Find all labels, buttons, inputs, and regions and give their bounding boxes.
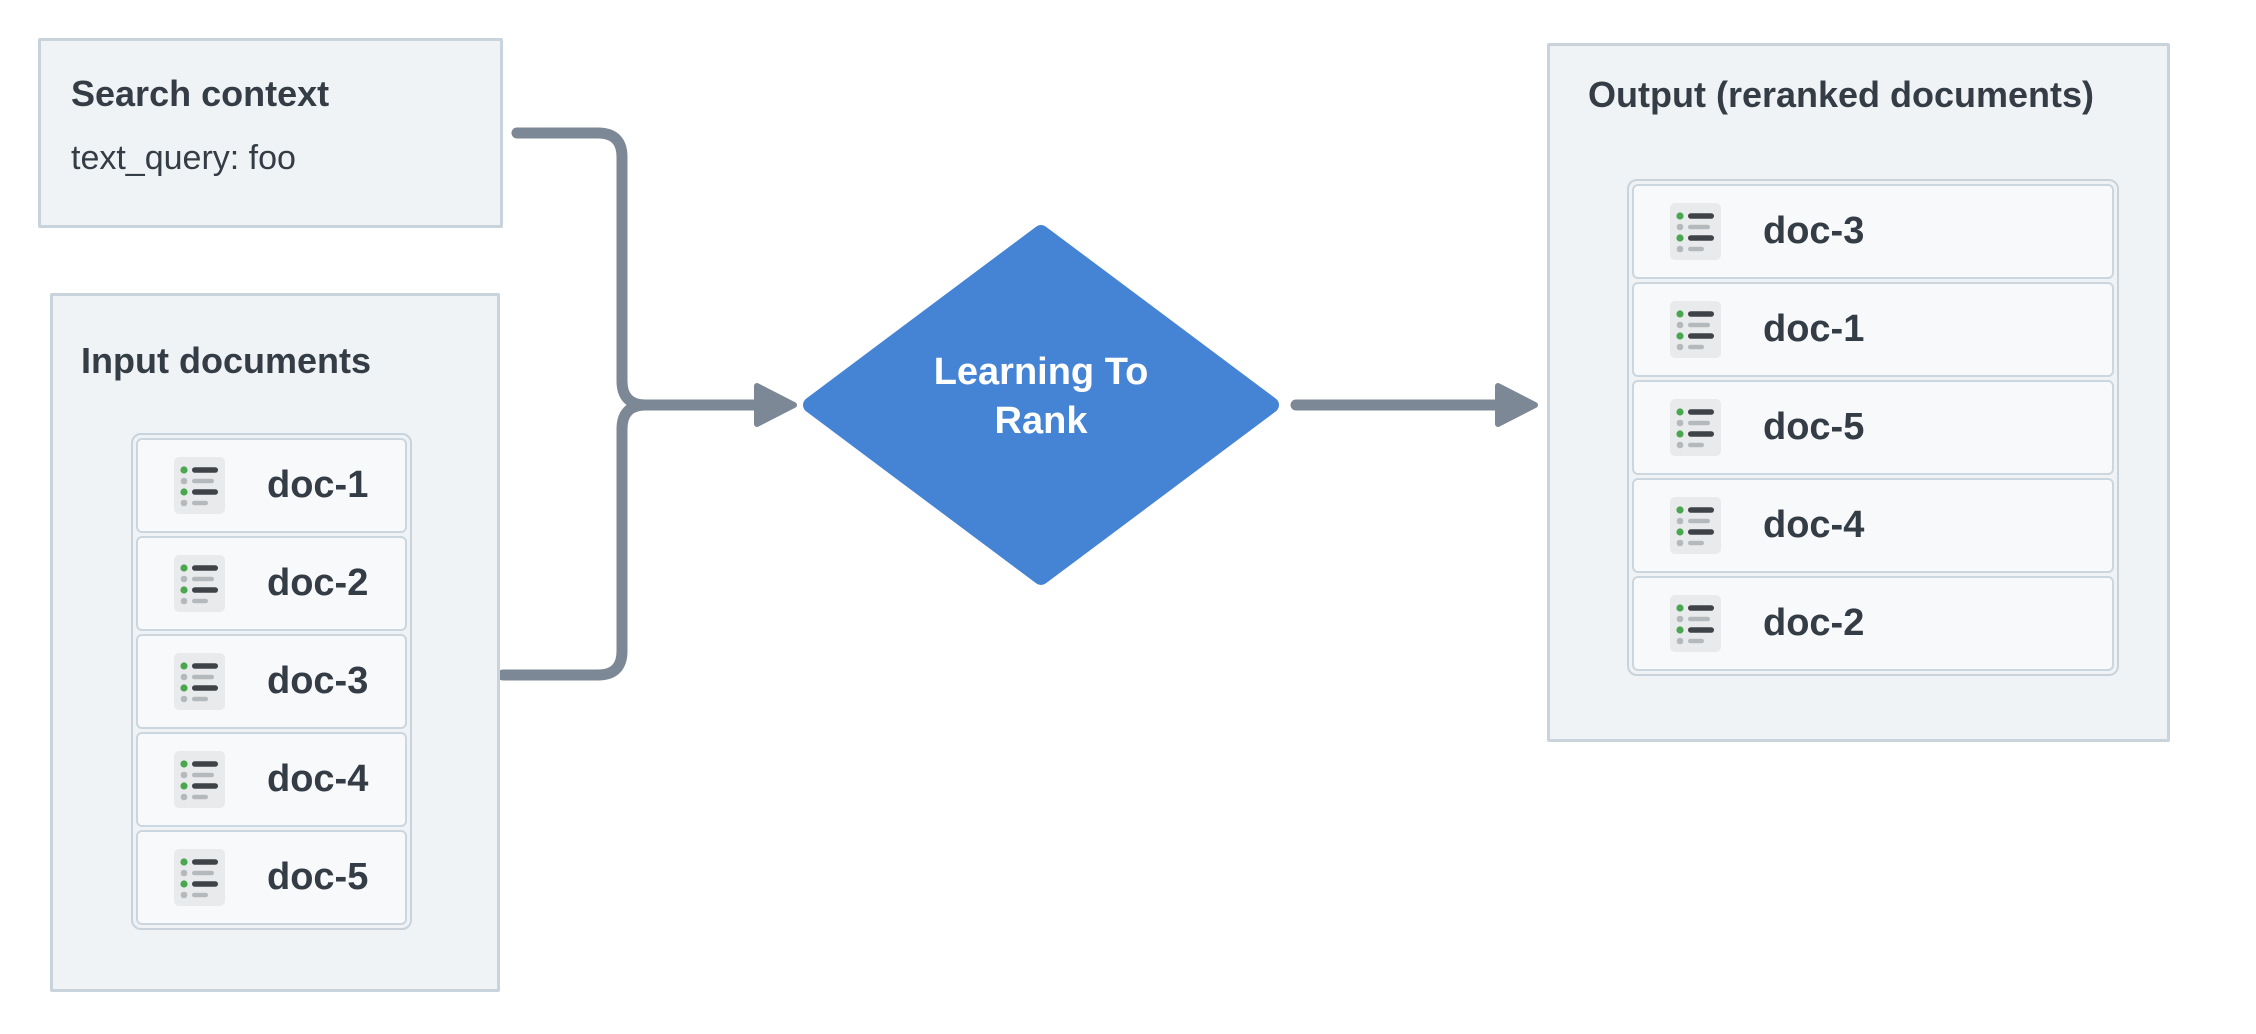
right-arrowhead-icon — [1495, 383, 1538, 427]
output-documents-title: Output (reranked documents) — [1588, 74, 2095, 115]
search-context-query: text_query: foo — [71, 139, 296, 177]
list-item: doc-5 — [1632, 380, 2114, 475]
list-icon — [1670, 301, 1721, 358]
list-item: doc-2 — [1632, 576, 2114, 671]
document-label: doc-3 — [1763, 210, 1865, 252]
left-arrowhead-icon — [754, 383, 797, 427]
list-item: doc-4 — [136, 732, 407, 827]
list-icon — [1670, 399, 1721, 456]
list-icon — [1670, 203, 1721, 260]
list-icon — [174, 653, 225, 710]
list-icon — [174, 849, 225, 906]
list-item: doc-3 — [1632, 184, 2114, 279]
list-item: doc-1 — [1632, 282, 2114, 377]
search-context-title: Search context — [71, 73, 330, 114]
list-icon — [174, 555, 225, 612]
list-icon — [1670, 595, 1721, 652]
document-label: doc-2 — [267, 562, 369, 604]
input-documents-connector-line — [497, 399, 762, 681]
document-label: doc-1 — [267, 464, 369, 506]
list-icon — [174, 751, 225, 808]
input-document-list: doc-1 doc-2 — [131, 433, 412, 930]
output-documents-panel: Output (reranked documents) — [1547, 43, 2170, 742]
search-context-connector-line — [511, 127, 762, 411]
rank-node-label: Learning To Rank — [933, 351, 1149, 442]
document-label: doc-2 — [1763, 602, 1865, 644]
list-icon — [1670, 497, 1721, 554]
output-document-list: doc-3 doc-1 — [1627, 179, 2119, 676]
learning-to-rank-diamond — [803, 225, 1279, 585]
document-label: doc-3 — [267, 660, 369, 702]
list-icon — [174, 457, 225, 514]
search-context-panel: Search context text_query: foo — [38, 38, 503, 228]
list-item: doc-4 — [1632, 478, 2114, 573]
document-label: doc-4 — [1763, 504, 1865, 546]
input-documents-panel: Input documents doc-1 — [50, 293, 500, 992]
list-item: doc-2 — [136, 536, 407, 631]
document-label: doc-5 — [1763, 406, 1865, 448]
document-label: doc-4 — [267, 758, 369, 800]
document-label: doc-5 — [267, 856, 369, 898]
input-documents-title: Input documents — [81, 340, 371, 381]
list-item: doc-5 — [136, 830, 407, 925]
document-label: doc-1 — [1763, 308, 1865, 350]
list-item: doc-1 — [136, 438, 407, 533]
list-item: doc-3 — [136, 634, 407, 729]
